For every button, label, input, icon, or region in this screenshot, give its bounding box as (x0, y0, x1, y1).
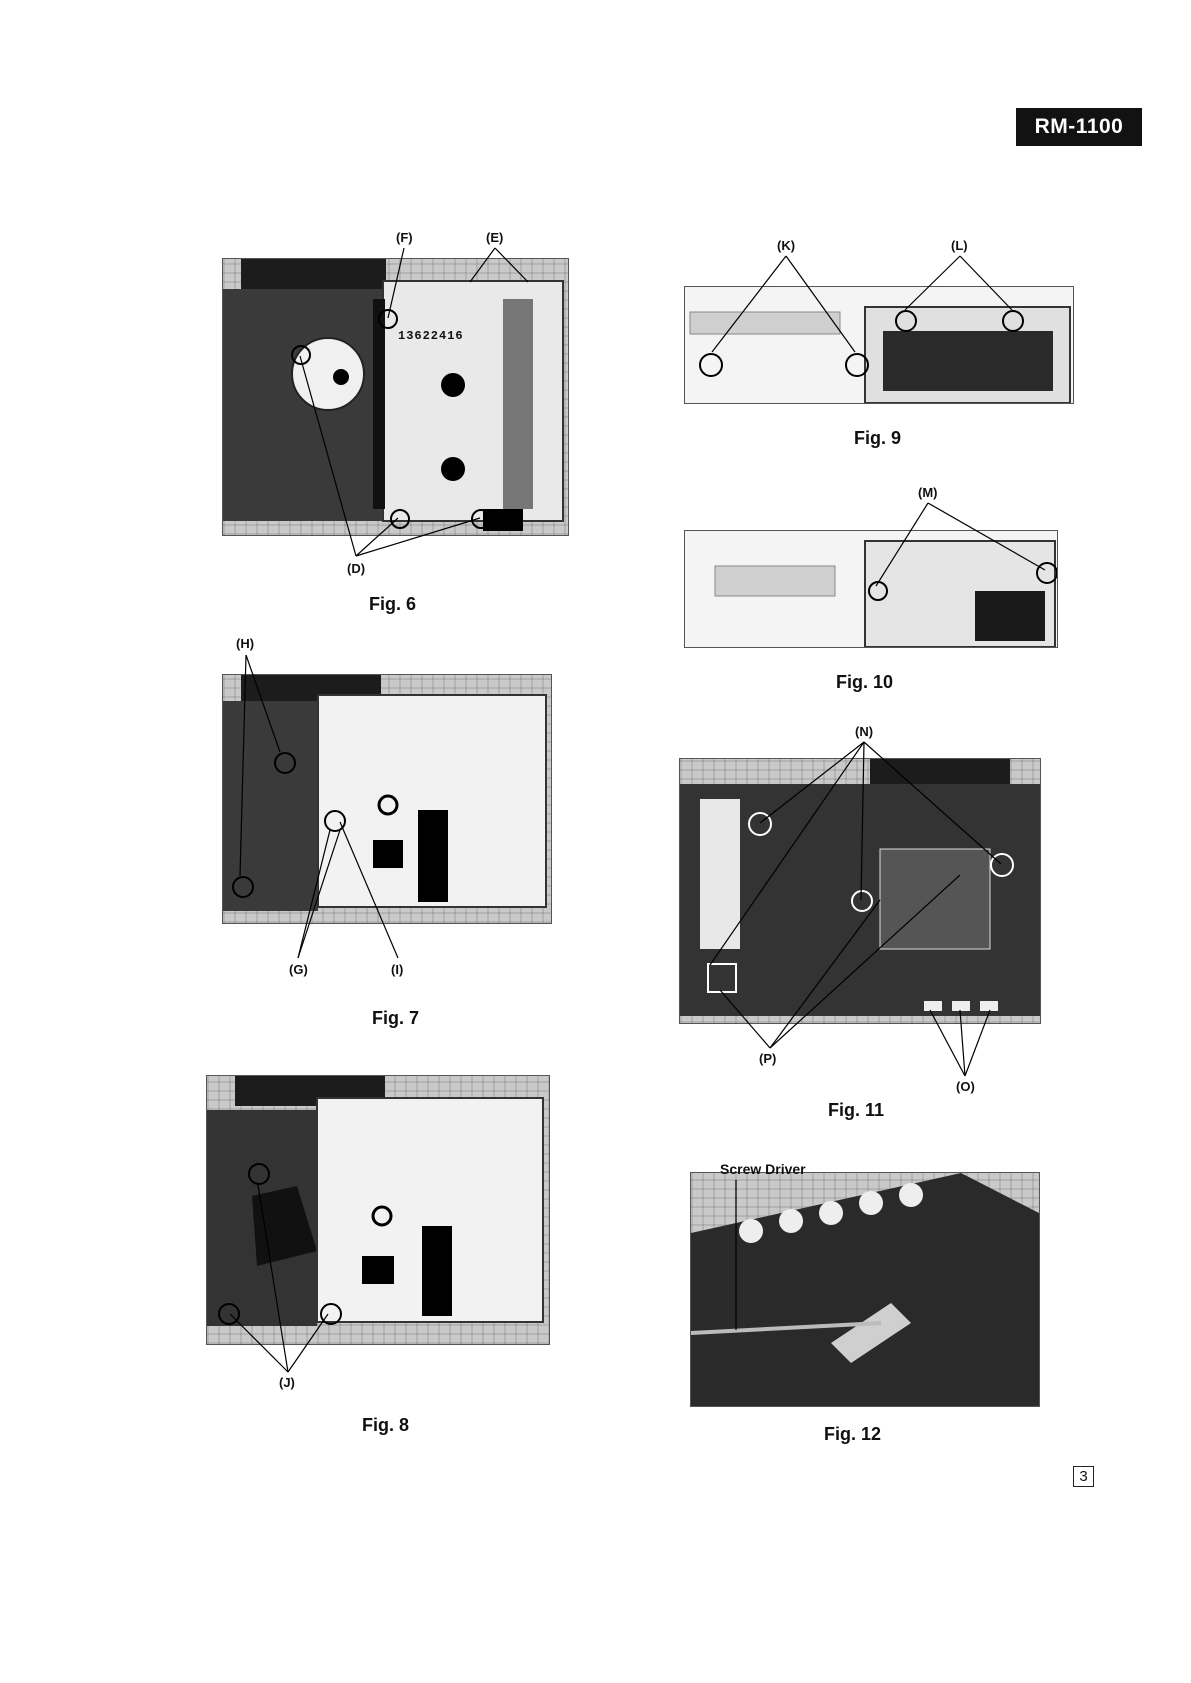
fig7-callout-i: (I) (391, 962, 403, 977)
fig11-callout-o: (O) (956, 1079, 975, 1094)
fig6-callout-d: (D) (347, 561, 365, 576)
fig12-caption: Fig. 12 (824, 1424, 881, 1445)
fig7-callout-g: (G) (289, 962, 308, 977)
fig9-caption: Fig. 9 (854, 428, 901, 449)
fig9-callout-k: (K) (777, 238, 795, 253)
fig6-photo: 13622416 (222, 258, 569, 536)
fig12-photo (690, 1172, 1040, 1407)
fig10-callout-m: (M) (918, 485, 938, 500)
fig8-callout-j: (J) (279, 1375, 295, 1390)
fig9-photo (684, 286, 1074, 404)
page-number: 3 (1073, 1466, 1094, 1487)
fig11-callout-p: (P) (759, 1051, 776, 1066)
fig8-caption: Fig. 8 (362, 1415, 409, 1436)
fig6-callout-e: (E) (486, 230, 503, 245)
model-badge: RM-1100 (1016, 108, 1142, 146)
fig11-photo (679, 758, 1041, 1024)
fig12-callout-screw-driver: Screw Driver (720, 1161, 806, 1177)
fig11-caption: Fig. 11 (828, 1100, 884, 1121)
fig11-callout-n: (N) (855, 724, 873, 739)
fig10-caption: Fig. 10 (836, 672, 893, 693)
fig7-photo (222, 674, 552, 924)
fig7-callout-h: (H) (236, 636, 254, 651)
fig10-photo (684, 530, 1058, 648)
fig7-caption: Fig. 7 (372, 1008, 419, 1029)
fig8-photo (206, 1075, 550, 1345)
fig9-callout-l: (L) (951, 238, 968, 253)
fig6-callout-f: (F) (396, 230, 413, 245)
fig6-caption: Fig. 6 (369, 594, 416, 615)
fig6-serial-stamp: 13622416 (398, 329, 464, 343)
